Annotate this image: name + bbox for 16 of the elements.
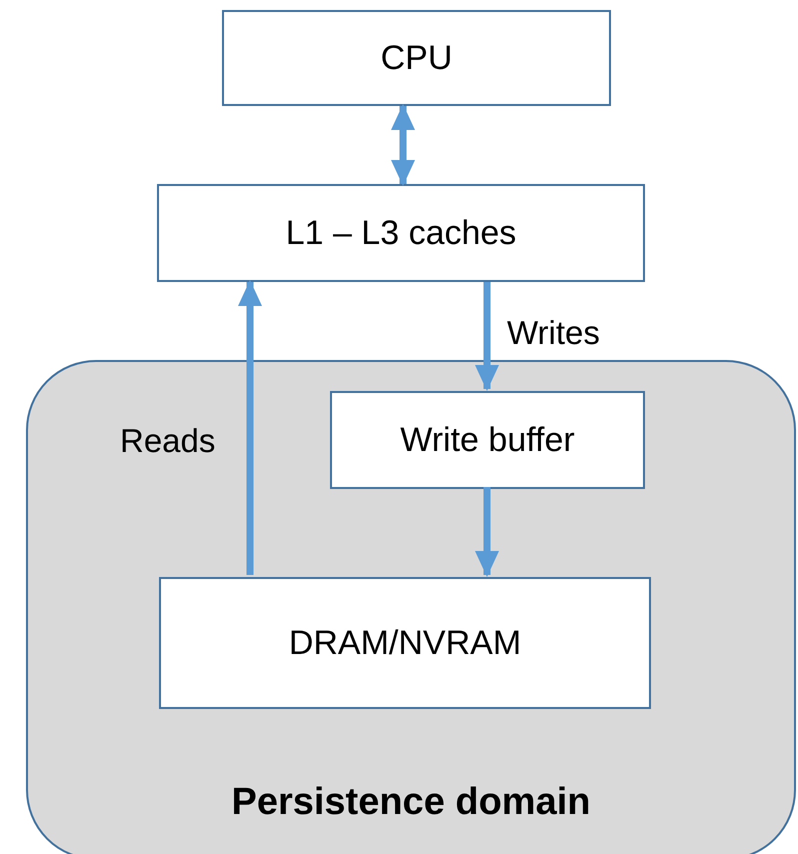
node-label: CPU [380,38,452,78]
component-box [157,184,645,282]
arrow [475,282,499,391]
arrow [238,280,262,575]
node-label: Write buffer [400,420,575,460]
component-box [159,577,651,709]
arrow [391,104,415,186]
domain-region [26,360,796,854]
node-label: L1 – L3 caches [286,214,516,252]
node-label: Persistence domain [231,781,591,824]
component-box [222,10,611,106]
edge-label: Reads [120,422,216,460]
component-box [330,391,645,489]
arrow [475,487,499,577]
node-label: DRAM/NVRAM [288,624,522,662]
edge-label: Writes [507,314,600,352]
